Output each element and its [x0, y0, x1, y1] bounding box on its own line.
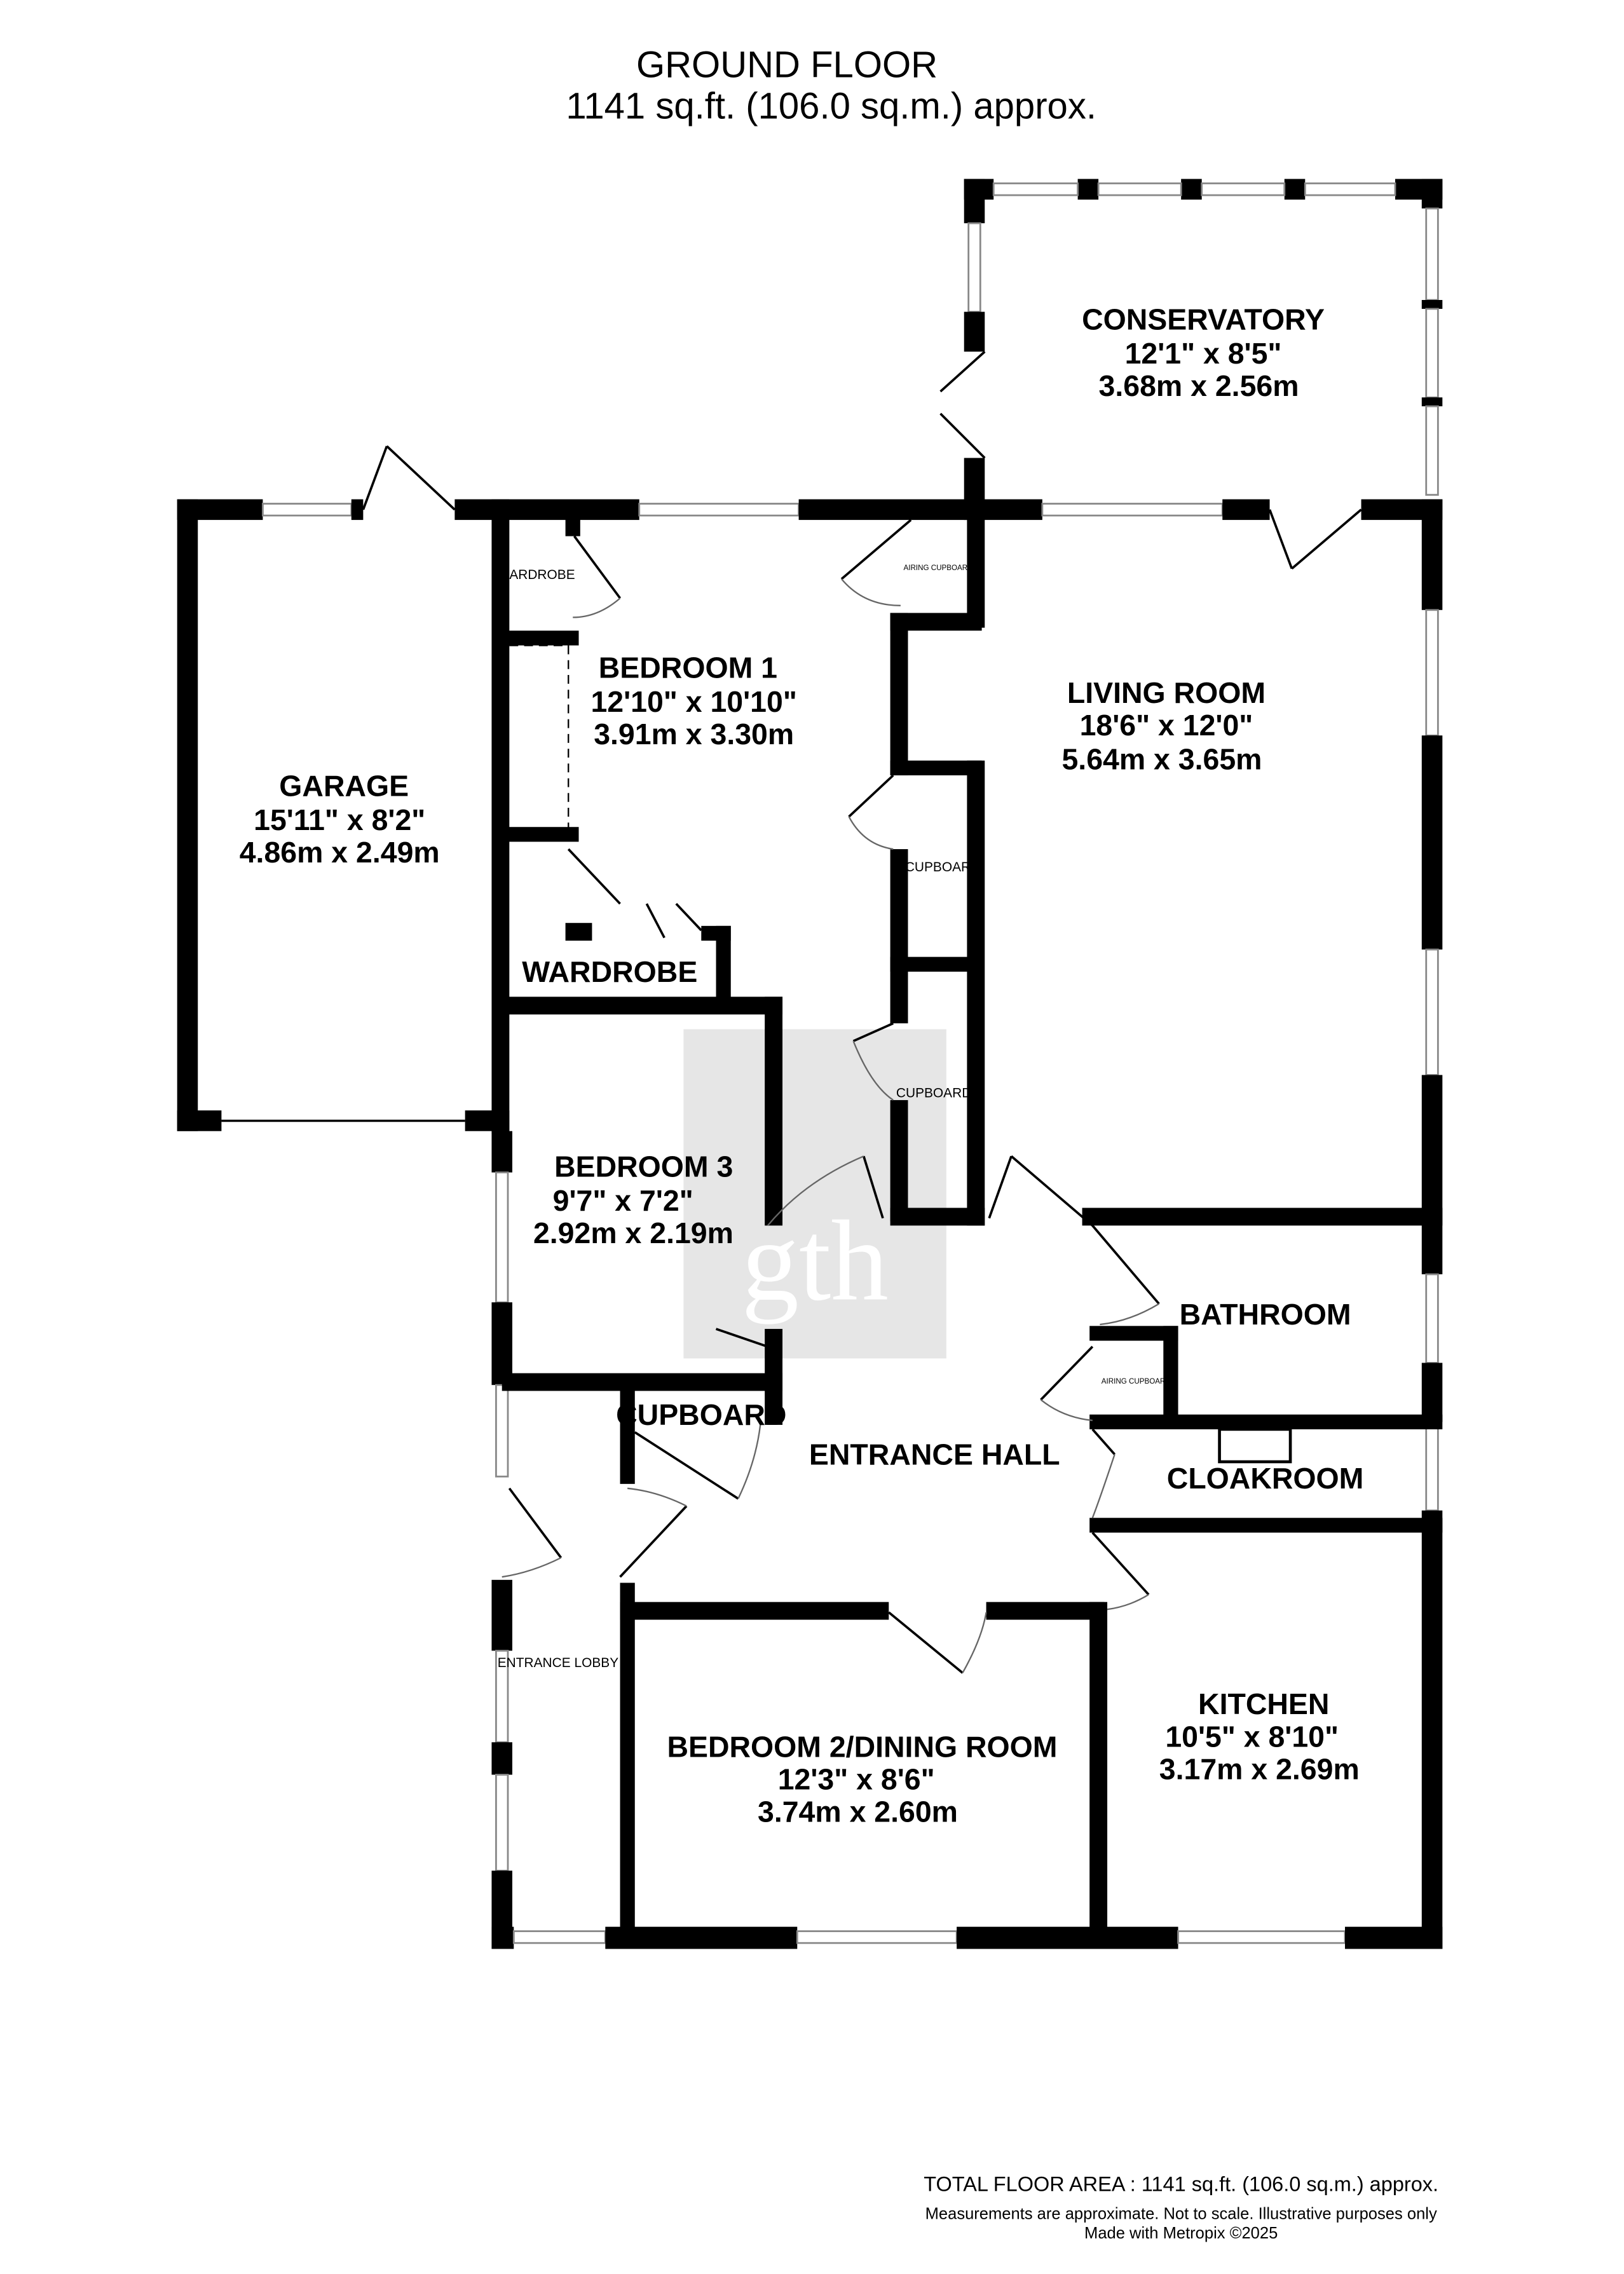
- svg-text:5.64m x 3.65m: 5.64m x 3.65m: [1061, 743, 1262, 776]
- svg-text:KITCHEN: KITCHEN: [1198, 1687, 1329, 1720]
- svg-text:4.86m x 2.49m: 4.86m x 2.49m: [240, 836, 440, 869]
- svg-text:BEDROOM 1: BEDROOM 1: [599, 651, 777, 684]
- svg-text:12'1" x 8'5": 12'1" x 8'5": [1125, 337, 1282, 370]
- doors: [362, 350, 1362, 1674]
- svg-text:15'11" x 8'2": 15'11" x 8'2": [254, 803, 425, 836]
- svg-text:CONSERVATORY: CONSERVATORY: [1082, 303, 1325, 336]
- walls: [177, 179, 1443, 1949]
- svg-text:gth: gth: [741, 1198, 889, 1325]
- svg-text:12'3" x 8'6": 12'3" x 8'6": [778, 1763, 935, 1796]
- svg-text:3.68m x 2.56m: 3.68m x 2.56m: [1099, 369, 1299, 402]
- footer-disclaimer: Measurements are approximate. Not to sca…: [925, 2205, 1437, 2223]
- label-wardrobe-top: ARDROBE: [509, 568, 575, 582]
- svg-text:GARAGE: GARAGE: [279, 769, 409, 802]
- svg-text:3.74m x 2.60m: 3.74m x 2.60m: [758, 1795, 958, 1828]
- svg-text:BEDROOM 2/DINING ROOM: BEDROOM 2/DINING ROOM: [667, 1731, 1057, 1764]
- footer-total: TOTAL FLOOR AREA : 1141 sq.ft. (106.0 sq…: [924, 2172, 1438, 2195]
- svg-text:BEDROOM 3: BEDROOM 3: [554, 1150, 733, 1183]
- svg-text:12'10" x 10'10": 12'10" x 10'10": [590, 685, 796, 718]
- plan-area: 1141 sq.ft. (106.0 sq.m.) approx.: [566, 85, 1096, 126]
- label-entrance-hall: ENTRANCE HALL: [809, 1438, 1060, 1471]
- svg-text:18'6" x 12'0": 18'6" x 12'0": [1080, 709, 1253, 742]
- room-bedroom-1: BEDROOM 112'10" x 10'10"3.91m x 3.30m: [590, 651, 796, 751]
- plan-title: GROUND FLOOR: [636, 44, 938, 85]
- svg-text:3.91m x 3.30m: 3.91m x 3.30m: [594, 718, 794, 751]
- svg-text:LIVING ROOM: LIVING ROOM: [1067, 676, 1266, 709]
- svg-text:9'7" x 7'2": 9'7" x 7'2": [553, 1184, 693, 1217]
- label-bathroom: BATHROOM: [1180, 1298, 1351, 1331]
- svg-text:2.92m x 2.19m: 2.92m x 2.19m: [533, 1216, 734, 1249]
- label-cupboard-hall: CUPBOARD: [616, 1398, 786, 1431]
- label-airing-cupboard: AIRING CUPBOARD: [904, 564, 973, 572]
- svg-text:3.17m x 2.69m: 3.17m x 2.69m: [1159, 1752, 1360, 1785]
- label-cupboard-2: CUPBOARD: [896, 1086, 971, 1100]
- svg-text:10'5" x 8'10": 10'5" x 8'10": [1165, 1720, 1339, 1753]
- label-entrance-lobby: ENTRANCE LOBBY: [498, 1656, 618, 1670]
- footer-credit: Made with Metropix ©2025: [1084, 2224, 1278, 2242]
- label-cloakroom: CLOAKROOM: [1167, 1462, 1364, 1495]
- label-cupboard-1: CUPBOAR: [905, 860, 971, 875]
- room-bedroom-3: BEDROOM 39'7" x 7'2"2.92m x 2.19m: [533, 1150, 734, 1250]
- label-wardrobe: WARDROBE: [522, 955, 697, 988]
- footer: TOTAL FLOOR AREA : 1141 sq.ft. (106.0 sq…: [924, 2172, 1438, 2242]
- label-airing-cupboard-bath: AIRING CUPBOARD: [1102, 1377, 1171, 1386]
